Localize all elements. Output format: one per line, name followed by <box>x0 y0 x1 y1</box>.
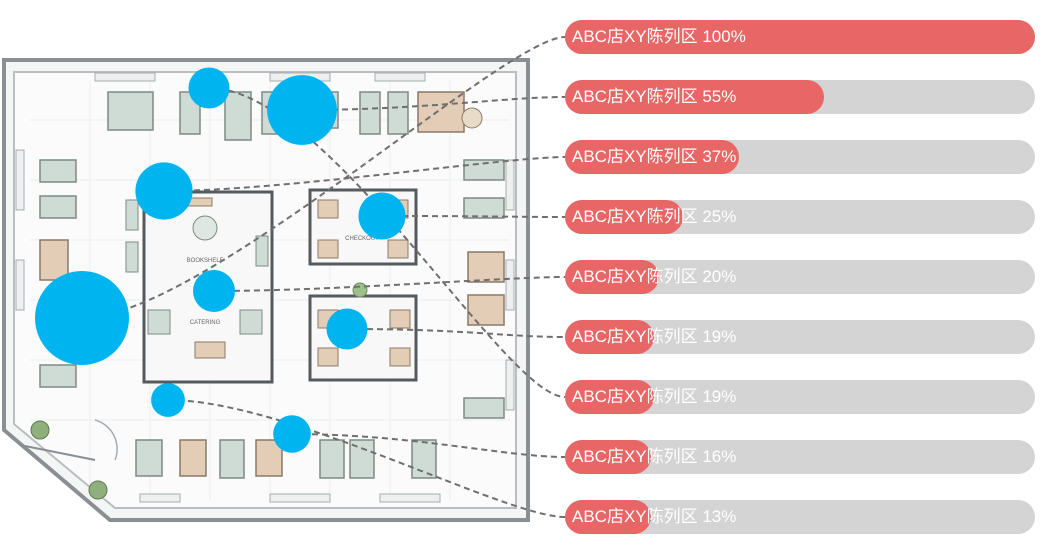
bar <box>565 200 683 234</box>
bar-row: ABC店XY陈列区 100% <box>565 20 1035 54</box>
round-table <box>461 107 483 129</box>
store-floorplan-map: BOOKSHELF CATERING CHECKOUT <box>2 58 530 522</box>
wood-display-left <box>39 239 69 281</box>
entrance <box>19 419 118 500</box>
bar-track <box>565 20 1035 54</box>
bar-row: ABC店XY陈列区 55% <box>565 80 1035 114</box>
bar <box>565 260 659 294</box>
counter-top <box>151 197 213 207</box>
bar-label: ABC店XY陈列区 16% <box>572 447 737 466</box>
bar-track <box>565 500 1035 534</box>
bar-label: ABC店XY陈列区 20% <box>572 267 737 286</box>
bar-track <box>565 320 1035 354</box>
zone-label-checkout: CHECKOUT <box>345 236 379 242</box>
bar-row: ABC店XY陈列区 19% <box>565 380 1035 414</box>
bar-label: ABC店XY陈列区 37% <box>572 147 737 166</box>
bar-track <box>565 380 1035 414</box>
plant-center <box>352 282 368 298</box>
catering-table <box>194 341 226 359</box>
bar-label: ABC店XY陈列区 19% <box>572 387 737 406</box>
plant-entrance-right <box>88 480 108 500</box>
clock-decor <box>192 215 218 241</box>
bar-row: ABC店XY陈列区 25% <box>565 200 1035 234</box>
crate-right <box>239 309 263 335</box>
bar-row: ABC店XY陈列区 16% <box>565 440 1035 474</box>
bar <box>565 500 651 534</box>
bar <box>565 80 824 114</box>
bar <box>565 380 655 414</box>
bar-track <box>565 140 1035 174</box>
bar-row: ABC店XY陈列区 20% <box>565 260 1035 294</box>
bar-label: ABC店XY陈列区 55% <box>572 87 737 106</box>
bar-track <box>565 200 1035 234</box>
bar <box>565 140 739 174</box>
bar-label: ABC店XY陈列区 100% <box>572 27 746 46</box>
left-shelves <box>39 159 77 388</box>
zone-label-bookshelf: BOOKSHELF <box>187 258 224 264</box>
bar-track <box>565 80 1035 114</box>
wood-display-top <box>417 91 465 133</box>
zone-label-catering: CATERING <box>190 320 221 326</box>
bar <box>565 440 651 474</box>
bar <box>565 20 1035 54</box>
bar-row: ABC店XY陈列区 19% <box>565 320 1035 354</box>
bar-label: ABC店XY陈列区 13% <box>572 507 737 526</box>
bar-label: ABC店XY陈列区 25% <box>572 207 737 226</box>
bar-track <box>565 440 1035 474</box>
bar-row: ABC店XY陈列区 13% <box>565 500 1035 534</box>
center-island-right-bottom <box>308 294 418 382</box>
bar-label: ABC店XY陈列区 19% <box>572 327 737 346</box>
crate-left <box>147 309 171 335</box>
bar <box>565 320 655 354</box>
plant-entrance-left <box>30 420 50 440</box>
bar-row: ABC店XY陈列区 37% <box>565 140 1035 174</box>
bar-track <box>565 260 1035 294</box>
